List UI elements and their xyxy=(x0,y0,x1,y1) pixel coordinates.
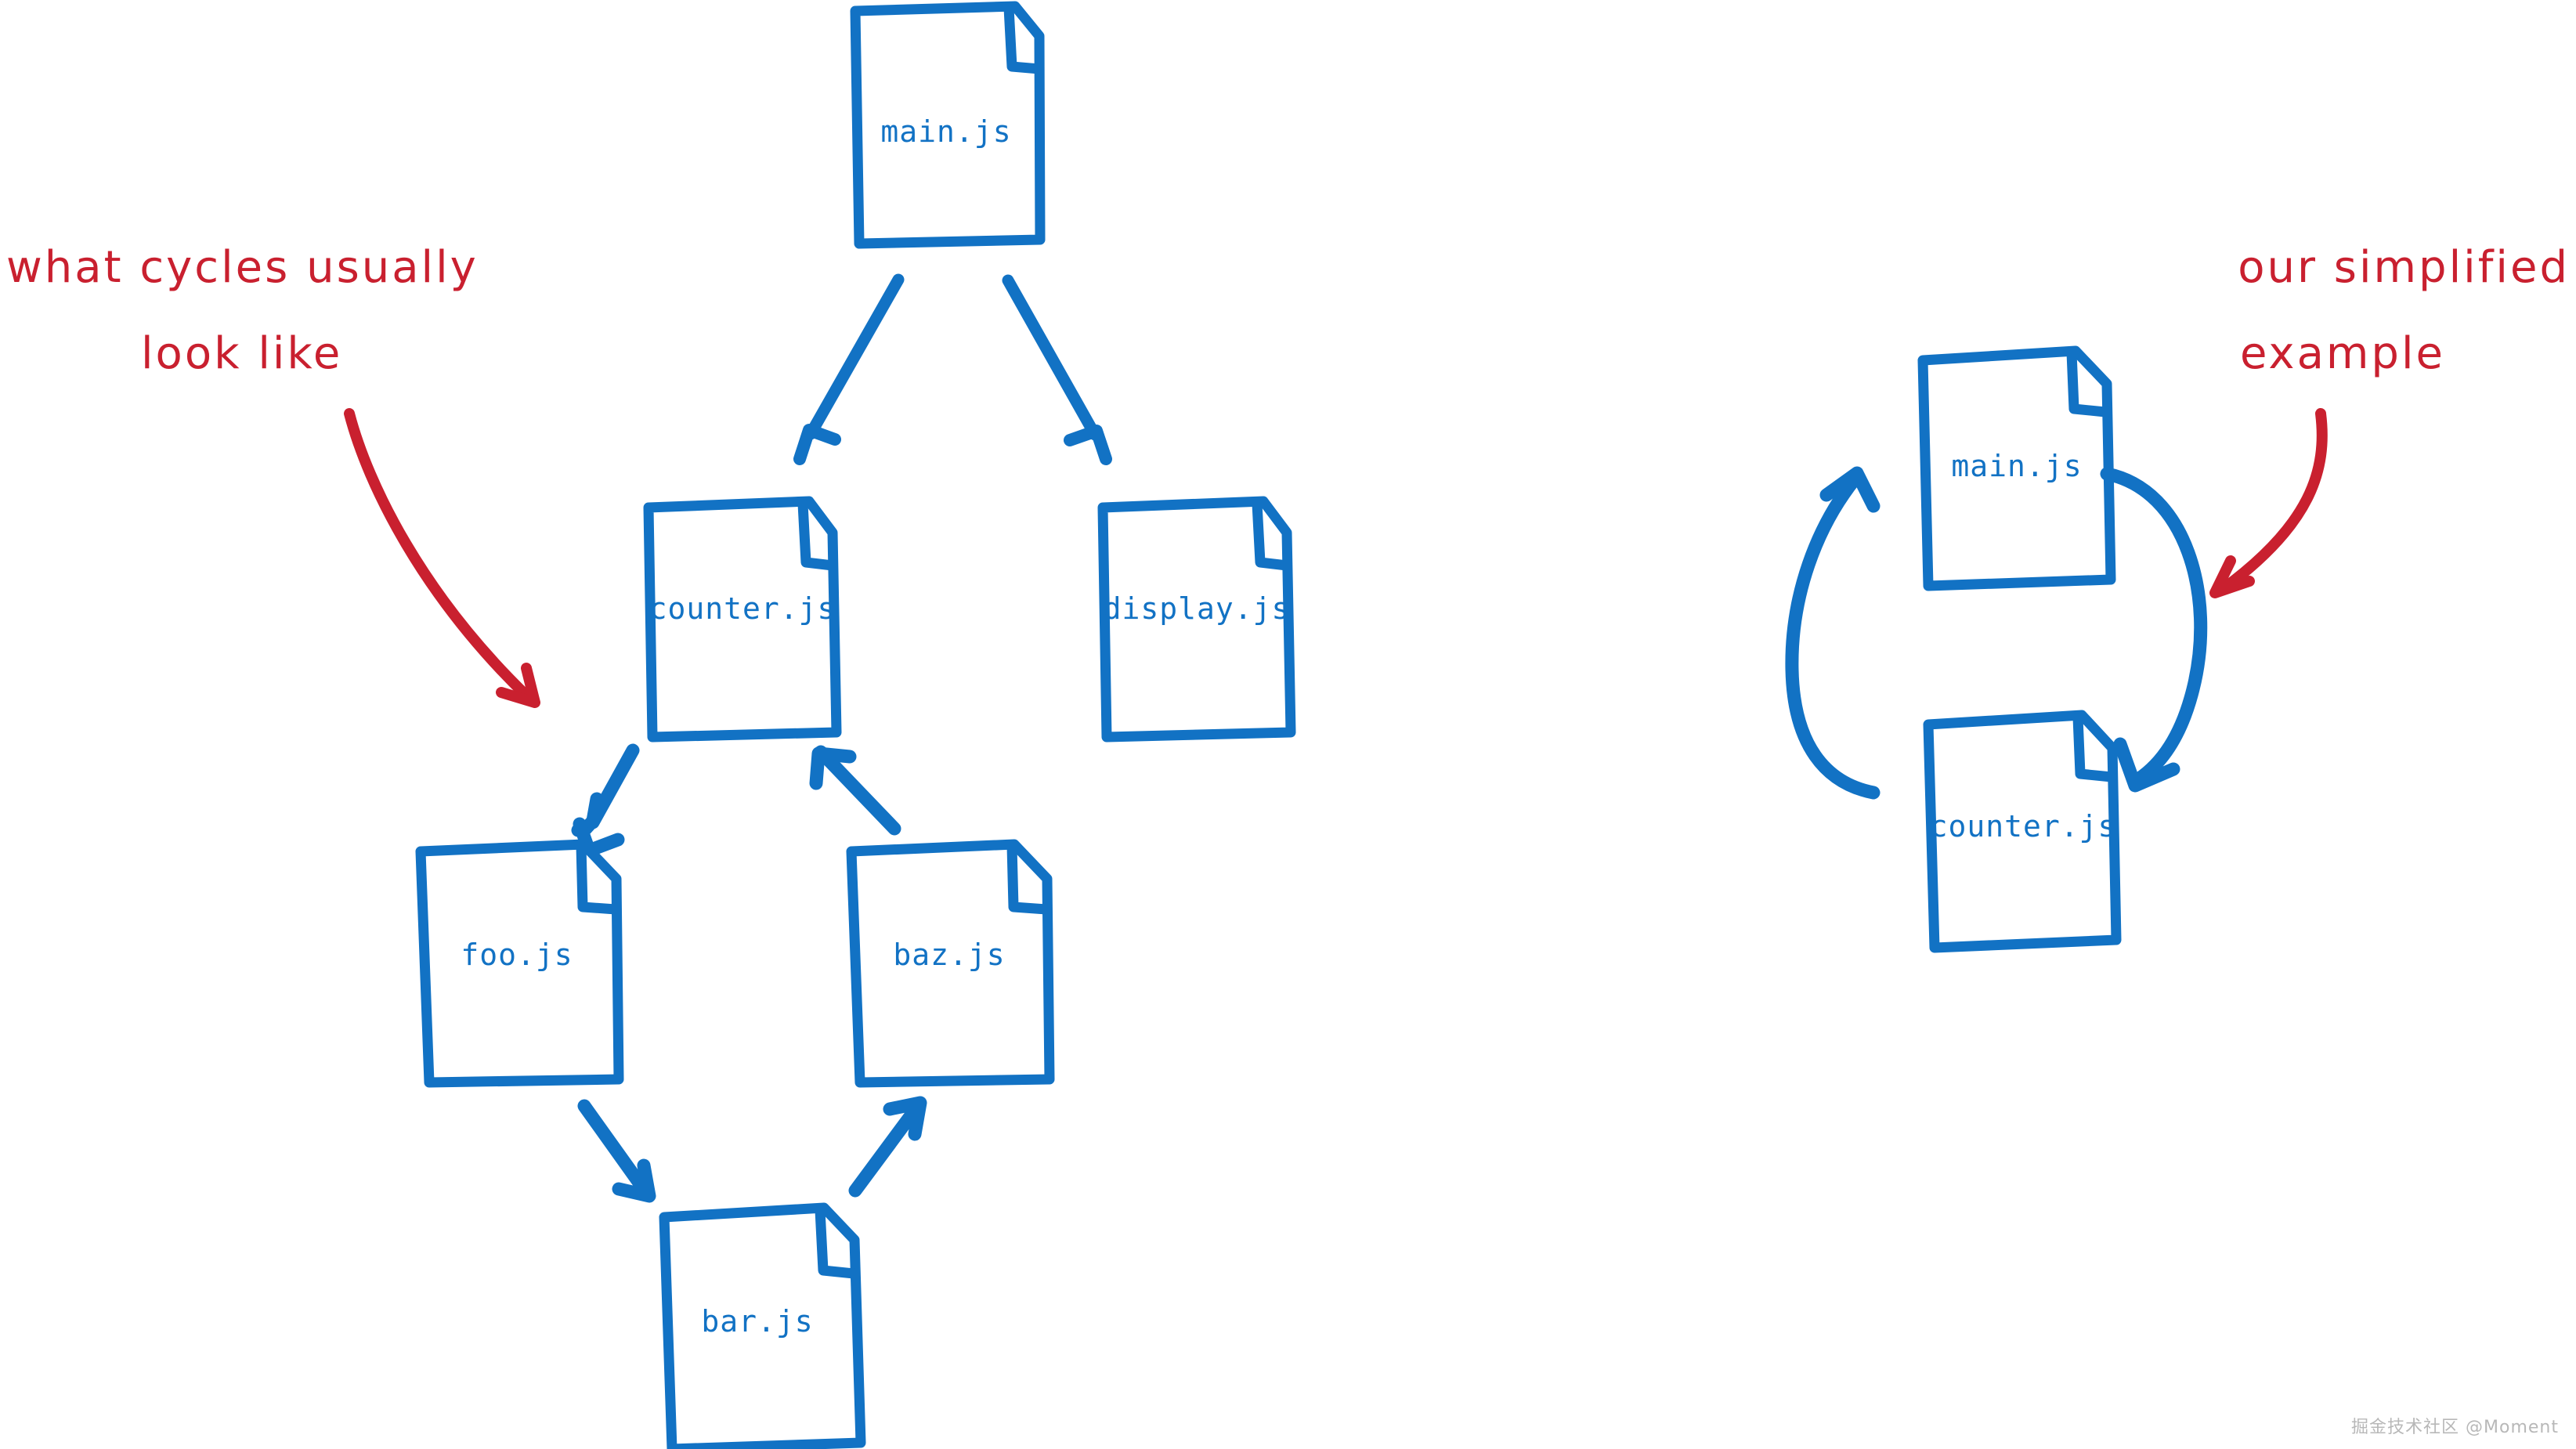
edge-baz-to-counter xyxy=(809,745,901,836)
edge-main-to-counter xyxy=(793,273,905,465)
node-counter-js[interactable]: counter.js xyxy=(643,496,842,743)
annotation-right-arrow-icon xyxy=(2209,408,2328,598)
edge-bar-to-baz xyxy=(848,1096,927,1198)
file-outline xyxy=(1097,496,1296,743)
file-outline xyxy=(643,496,842,743)
node-label: counter.js xyxy=(1930,809,2117,844)
node-label: counter.js xyxy=(649,591,836,626)
file-outline xyxy=(659,1202,866,1449)
folded-corner-icon xyxy=(2072,712,2117,782)
node-label: bar.js xyxy=(701,1304,813,1339)
watermark: 掘金技术社区 @Moment xyxy=(2351,1418,2559,1437)
annotation-left: what cycles usually look like xyxy=(6,242,540,708)
file-outline xyxy=(1923,710,2122,953)
edge-counter-to-foo xyxy=(571,743,640,858)
node-main-js-cycle[interactable]: main.js xyxy=(1917,345,2116,591)
folded-corner-icon xyxy=(2066,347,2111,417)
folded-corner-icon xyxy=(576,840,621,915)
edge-main-to-display xyxy=(1002,274,1112,465)
file-outline xyxy=(846,839,1055,1088)
annotation-left-line1: what cycles usually xyxy=(6,242,479,293)
folded-corner-icon xyxy=(797,498,838,571)
folded-corner-icon xyxy=(1006,840,1052,915)
node-label: foo.js xyxy=(461,938,573,972)
node-baz-js[interactable]: baz.js xyxy=(846,839,1055,1088)
folded-corner-icon xyxy=(1003,2,1045,74)
node-display-js[interactable]: display.js xyxy=(1097,496,1296,743)
node-foo-js[interactable]: foo.js xyxy=(415,839,624,1088)
edge-cycle-counter-to-main xyxy=(1785,466,1881,800)
node-label: main.js xyxy=(1951,449,2082,483)
node-label: baz.js xyxy=(893,938,1005,972)
annotation-right-line1: our simplified xyxy=(2238,242,2570,293)
annotation-left-arrow-icon xyxy=(344,408,540,708)
file-outline xyxy=(1917,345,2116,591)
folded-corner-icon xyxy=(815,1205,859,1279)
folded-corner-icon xyxy=(1252,498,1292,571)
annotation-right: our simplified example xyxy=(2209,242,2570,598)
file-outline xyxy=(415,839,624,1088)
node-counter-js-cycle[interactable]: counter.js xyxy=(1923,710,2122,953)
annotation-right-line2: example xyxy=(2240,328,2445,379)
node-label: display.js xyxy=(1104,591,1291,626)
node-main-js[interactable]: main.js xyxy=(850,1,1046,249)
file-outline xyxy=(850,1,1046,249)
node-bar-js[interactable]: bar.js xyxy=(659,1202,866,1449)
edge-foo-to-bar xyxy=(577,1099,656,1203)
edge-cycle-main-to-counter xyxy=(2100,467,2208,793)
annotation-left-line2: look like xyxy=(141,328,342,379)
node-label: main.js xyxy=(880,114,1011,149)
